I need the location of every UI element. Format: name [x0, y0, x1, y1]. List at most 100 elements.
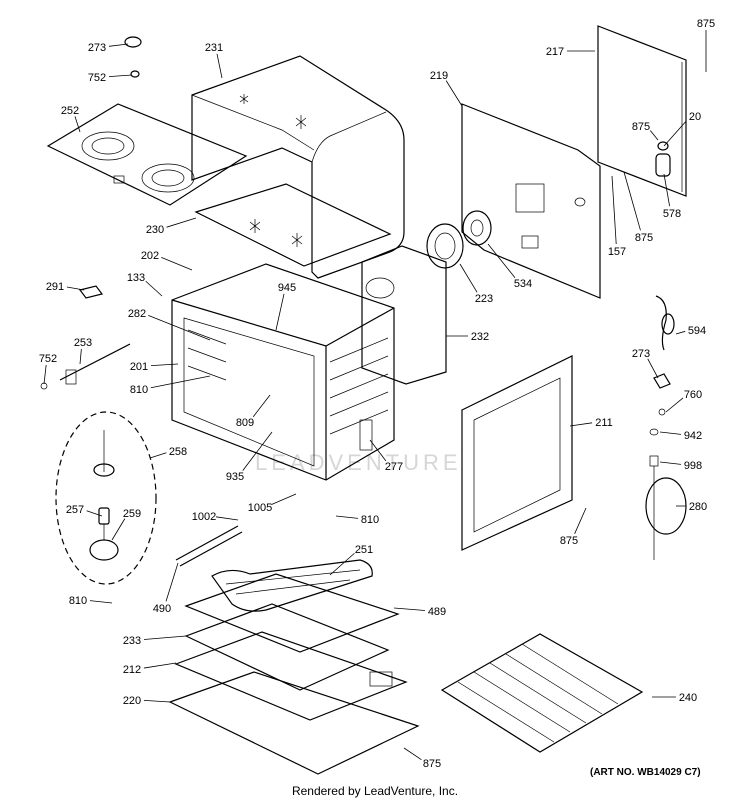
part-219-back-panel — [461, 103, 601, 299]
leader-945 — [275, 293, 285, 331]
part-258-element-detail — [55, 411, 157, 585]
part-211-door-frame — [461, 355, 573, 551]
leader-490 — [165, 562, 179, 602]
callout-240: 240 — [679, 692, 697, 704]
leader-253 — [79, 348, 82, 365]
leader-157 — [611, 175, 617, 245]
leader-810a — [150, 375, 211, 389]
part-201-oven-cavity — [171, 263, 395, 481]
callout-935: 935 — [226, 471, 244, 483]
callout-259: 259 — [123, 508, 141, 520]
leader-810c — [89, 600, 113, 604]
callout-233: 233 — [123, 635, 141, 647]
part-578-sensor — [655, 141, 671, 177]
part-232-rear-insulation — [361, 245, 447, 385]
leader-202 — [161, 256, 193, 271]
callout-942: 942 — [684, 430, 702, 442]
callout-291: 291 — [46, 281, 64, 293]
callout-201: 201 — [130, 361, 148, 373]
leader-578 — [663, 173, 670, 207]
callout-273a: 273 — [88, 42, 106, 54]
part-212-bottom-tray — [174, 631, 408, 721]
callout-810b: 810 — [361, 514, 379, 526]
part-534-fan-cover — [462, 210, 492, 246]
callout-230: 230 — [146, 224, 164, 236]
part-291-clip — [78, 285, 104, 299]
leader-1002 — [215, 516, 239, 521]
part-273-probe-cap — [653, 373, 671, 389]
callout-752b: 752 — [39, 353, 57, 365]
callout-223: 223 — [475, 293, 493, 305]
callout-257: 257 — [66, 504, 84, 516]
callout-217: 217 — [546, 46, 564, 58]
part-490-strip — [175, 525, 243, 567]
part-223-fan-blade — [426, 223, 464, 269]
leader-291 — [66, 286, 85, 291]
part-233-bottom-sheet — [184, 603, 390, 691]
leader-489 — [393, 607, 426, 611]
part-489-bake-panel — [184, 573, 400, 653]
callout-labels: 2737522312522302021332912829452537522018… — [39, 18, 715, 770]
leader-231 — [216, 53, 223, 79]
callout-810a: 810 — [130, 384, 148, 396]
leader-220 — [143, 699, 171, 703]
callout-534: 534 — [514, 278, 532, 290]
callout-945: 945 — [278, 282, 296, 294]
leader-935 — [242, 431, 273, 471]
callout-231: 231 — [205, 42, 223, 54]
part-240-oven-rack — [440, 633, 644, 753]
leader-20 — [663, 120, 687, 147]
leader-760 — [665, 397, 684, 413]
callout-875e: 875 — [560, 535, 578, 547]
callout-490: 490 — [153, 603, 171, 615]
watermark: LEADVENTURE — [255, 450, 462, 475]
part-217-side-panel — [597, 25, 687, 197]
callout-220: 220 — [123, 695, 141, 707]
leader-998 — [659, 461, 682, 465]
leader-875e — [574, 507, 587, 534]
callout-875b: 875 — [632, 121, 650, 133]
leader-273b — [647, 358, 659, 379]
callout-20: 20 — [689, 111, 701, 123]
callout-594: 594 — [688, 325, 706, 337]
leader-252 — [74, 116, 81, 133]
callout-875c: 875 — [635, 232, 653, 244]
callout-273b: 273 — [632, 348, 650, 360]
leader-942 — [659, 431, 682, 435]
callout-760: 760 — [684, 389, 702, 401]
callout-489: 489 — [428, 606, 446, 618]
leader-282 — [148, 315, 211, 341]
leader-233 — [143, 635, 187, 640]
leader-875c — [623, 171, 641, 231]
callout-998: 998 — [684, 460, 702, 472]
part-230-insulation — [194, 183, 392, 267]
callout-251: 251 — [355, 544, 373, 556]
callout-578: 578 — [663, 208, 681, 220]
callout-157: 157 — [608, 246, 626, 258]
callout-277: 277 — [385, 461, 403, 473]
part-220-bottom-cover — [168, 671, 420, 775]
callout-133: 133 — [127, 272, 145, 284]
callout-219: 219 — [430, 70, 448, 82]
leader-1005 — [271, 493, 297, 505]
callout-875d: 875 — [423, 758, 441, 770]
part-231-outer-wrapper — [191, 55, 405, 279]
footer-credit: Rendered by LeadVenture, Inc. — [292, 784, 458, 798]
part-280-probe — [645, 408, 687, 560]
leader-810b — [335, 515, 359, 519]
leader-277 — [369, 439, 387, 462]
callout-1002: 1002 — [192, 511, 216, 523]
leader-223 — [459, 263, 478, 293]
callout-212: 212 — [123, 664, 141, 676]
callout-232: 232 — [471, 331, 489, 343]
part-253-wire — [40, 343, 131, 390]
callout-258: 258 — [169, 446, 187, 458]
leader-201 — [150, 363, 179, 367]
leader-251 — [329, 552, 355, 576]
leader-258 — [149, 452, 167, 459]
leader-259 — [111, 518, 126, 541]
leader-211 — [569, 422, 593, 427]
callout-252: 252 — [61, 105, 79, 117]
leader-lines — [43, 30, 707, 761]
callout-282: 282 — [128, 308, 146, 320]
